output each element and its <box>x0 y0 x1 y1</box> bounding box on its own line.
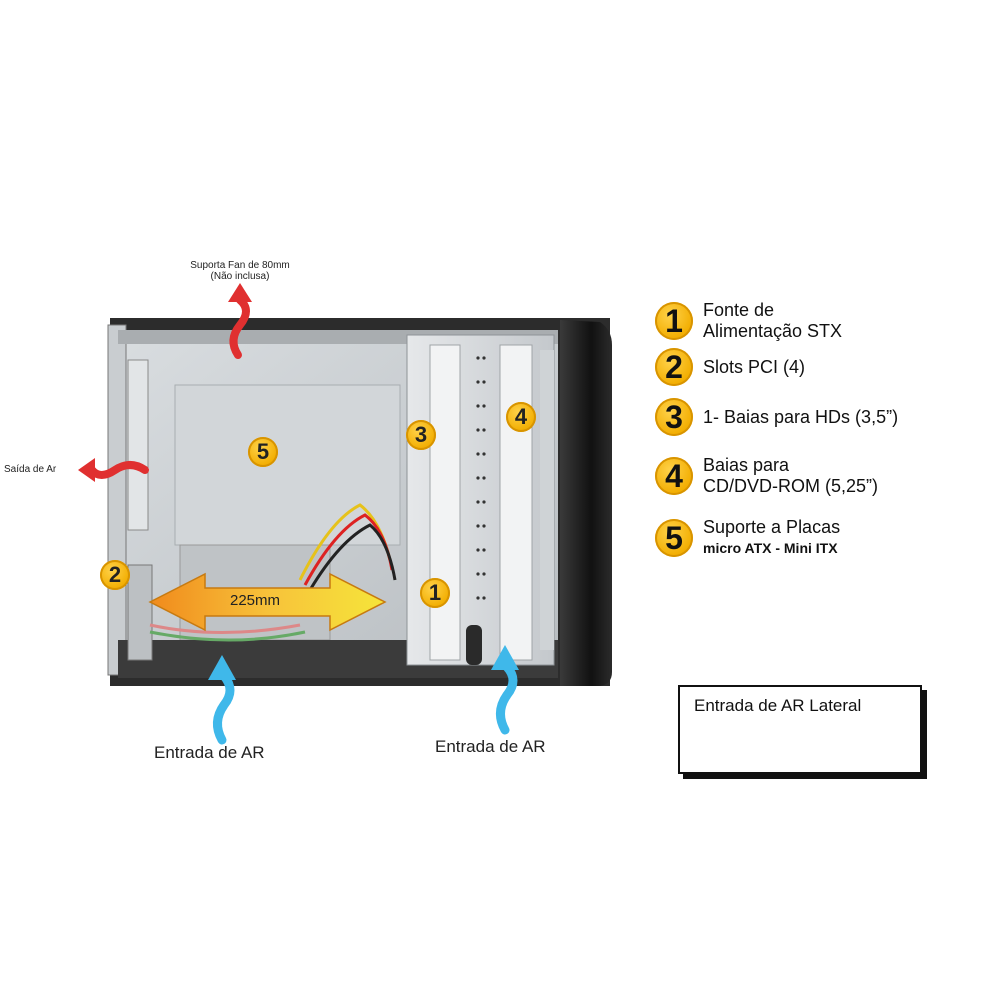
cool-air-inlet-left-arrow <box>208 655 236 745</box>
fan-support-line1: Suporta Fan de 80mm <box>190 260 290 271</box>
legend-text-1: Fonte de Alimentação STX <box>703 300 842 342</box>
legend-item-3: 3 1- Baias para HDs (3,5”) <box>655 398 898 436</box>
air-inlet-left-label: Entrada de AR <box>154 743 265 762</box>
legend-number-5: 5 <box>655 519 693 557</box>
fan-support-line2: (Não inclusa) <box>210 271 270 282</box>
air-inlet-right-label: Entrada de AR <box>435 737 546 756</box>
case-body <box>107 318 612 686</box>
lateral-air-label: Entrada de AR Lateral <box>694 696 862 715</box>
legend-text-5: Suporte a Placas micro ATX - Mini ITX <box>703 517 840 559</box>
legend-text-2: Slots PCI (4) <box>703 356 806 377</box>
legend-number-4: 4 <box>655 457 693 495</box>
marker-3-hdd-bay: 3 <box>406 420 436 450</box>
legend-1-line2: Alimentação STX <box>703 321 843 341</box>
psu-cables <box>149 503 397 642</box>
fan-support-label: Suporta Fan de 80mm (Não inclusa) <box>170 260 310 282</box>
legend-text-4: Baias para CD/DVD-ROM (5,25”) <box>703 455 878 497</box>
legend-text-3: 1- Baias para HDs (3,5”) <box>703 406 899 427</box>
dimension-arrow <box>148 572 387 632</box>
marker-5-motherboard: 5 <box>248 437 278 467</box>
marker-1-psu: 1 <box>420 578 450 608</box>
legend-number-1: 1 <box>655 302 693 340</box>
legend-item-5: 5 Suporte a Placas micro ATX - Mini ITX <box>655 517 840 559</box>
dimension-label: 225mm <box>230 592 281 609</box>
legend-5-line2: micro ATX - Mini ITX <box>703 540 838 556</box>
lateral-air-box: Entrada de AR Lateral <box>678 685 922 774</box>
marker-2-pci: 2 <box>100 560 130 590</box>
legend-number-3: 3 <box>655 398 693 436</box>
air-exit-label: Saída de Ar <box>4 464 57 475</box>
cage-vents <box>476 356 486 600</box>
legend-4-line2: CD/DVD-ROM (5,25”) <box>703 476 879 496</box>
legend-item-4: 4 Baias para CD/DVD-ROM (5,25”) <box>655 455 878 497</box>
legend-item-1: 1 Fonte de Alimentação STX <box>655 300 842 342</box>
marker-4-optical-bay: 4 <box>506 402 536 432</box>
cool-air-inlet-right-arrow <box>491 645 519 735</box>
hot-air-top-arrow <box>228 283 252 359</box>
legend-item-2: 2 Slots PCI (4) <box>655 348 805 386</box>
legend-4-line1: Baias para <box>703 455 790 475</box>
legend-5-line1: Suporte a Placas <box>703 517 841 537</box>
hot-air-exit-arrow <box>78 458 149 482</box>
legend-1-line1: Fonte de <box>703 300 775 320</box>
legend-number-2: 2 <box>655 348 693 386</box>
